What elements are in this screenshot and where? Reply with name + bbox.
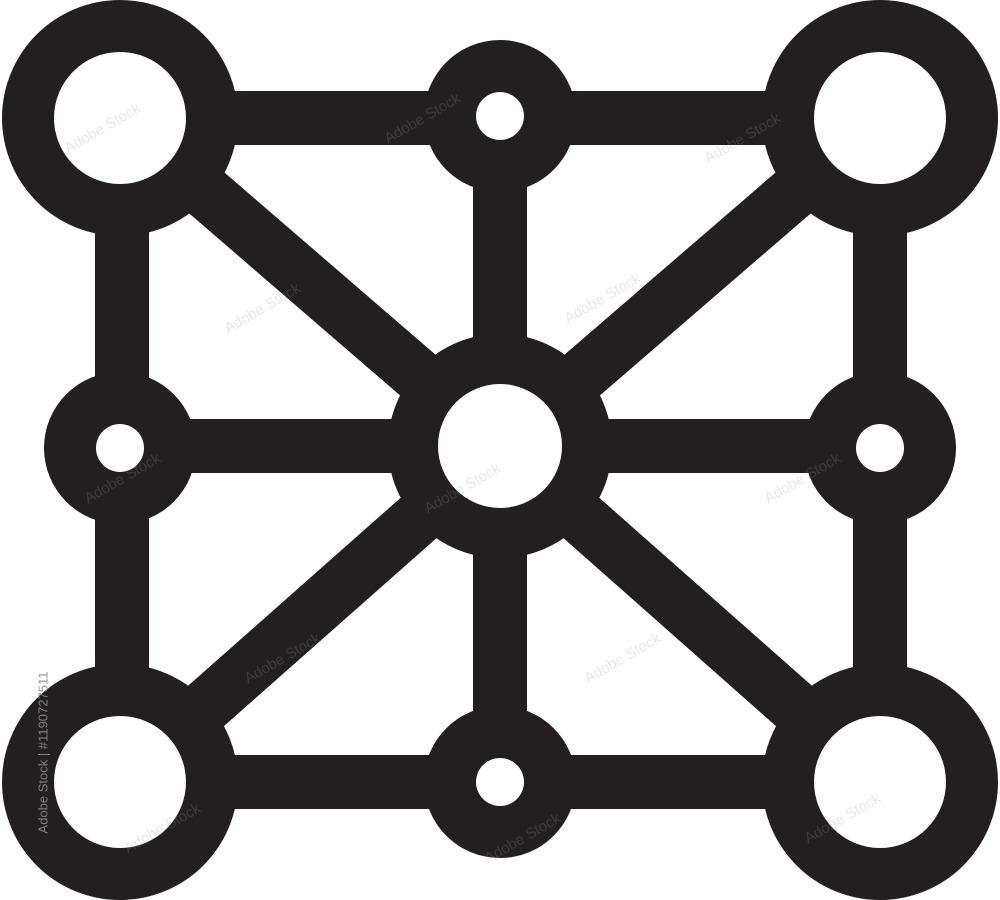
node-bottom-mid-hole xyxy=(476,758,524,806)
node-bottom-right-hole xyxy=(814,716,946,848)
node-right-mid-hole xyxy=(856,424,904,472)
node-bottom-left-hole xyxy=(54,716,186,848)
node-top-left-hole xyxy=(54,52,186,184)
node-top-right-hole xyxy=(814,52,946,184)
node-left-mid-hole xyxy=(96,424,144,472)
node-top-mid-hole xyxy=(476,92,524,140)
watermark-id-label: Adobe Stock | #1190727511 xyxy=(35,671,51,834)
node-center-hole xyxy=(438,384,562,508)
